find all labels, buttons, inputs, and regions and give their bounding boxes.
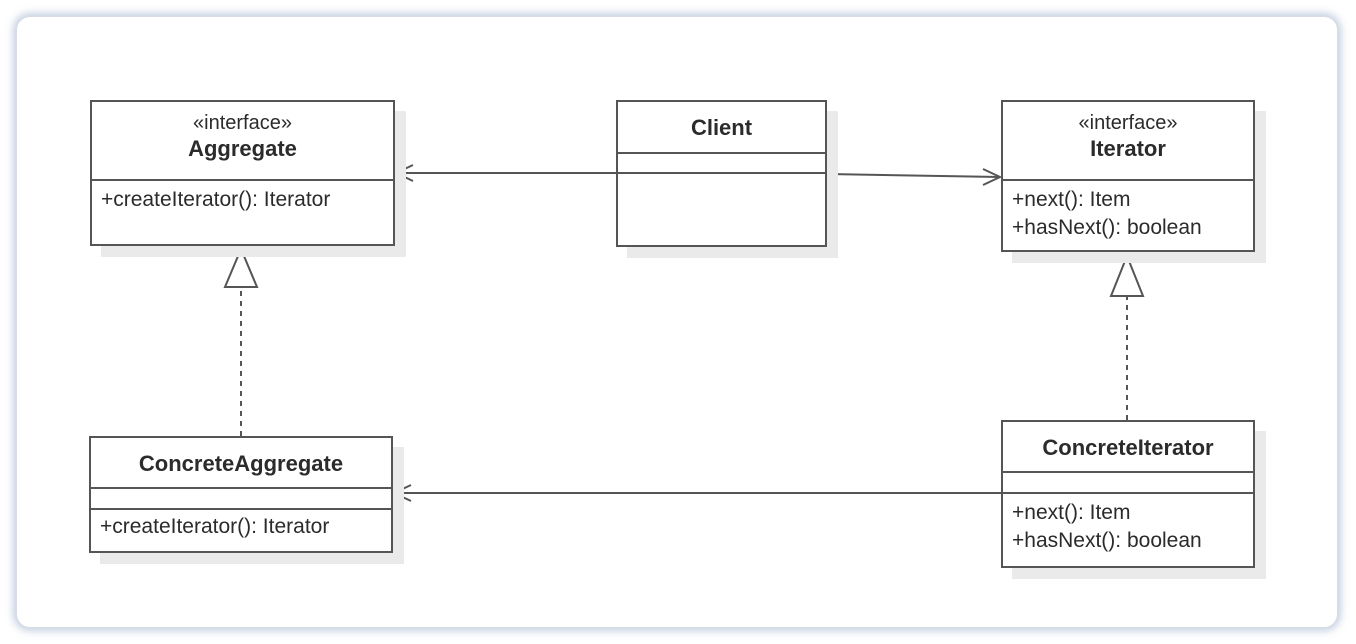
client-iterator-arrowhead	[982, 168, 1003, 186]
concrete-aggregate-operations: +createIterator(): Iterator	[91, 510, 391, 541]
client-name: Client	[690, 115, 753, 140]
client-class[interactable]: Client	[616, 100, 827, 247]
concrete-aggregate-arrowhead	[391, 484, 412, 502]
client-header: Client	[618, 102, 825, 154]
iterator-stereotype: «interface»	[1078, 112, 1178, 134]
aggregate-operation: +createIterator(): Iterator	[101, 188, 331, 211]
iterator-name: Iterator	[1090, 136, 1166, 161]
client-attributes	[618, 154, 825, 174]
concrete-aggregate-name: ConcreteAggregate	[138, 451, 344, 476]
concrete-aggregate-class[interactable]: ConcreteAggregate +createIterator(): Ite…	[89, 436, 393, 553]
aggregate-class[interactable]: «interface» Aggregate +createIterator():…	[90, 100, 395, 246]
iterator-operation: +hasNext(): boolean	[1012, 216, 1202, 239]
client-aggregate-arrowhead	[393, 164, 414, 182]
iterator-operations: +next(): Item +hasNext(): boolean	[1003, 181, 1253, 242]
iterator-operation: +next(): Item	[1012, 188, 1131, 211]
concrete-iterator-attributes	[1003, 473, 1253, 494]
concrete-iterator-class[interactable]: ConcreteIterator +next(): Item +hasNext(…	[1001, 420, 1255, 568]
aggregate-realization-triangle	[223, 246, 259, 288]
concrete-aggregate-operation: +createIterator(): Iterator	[100, 515, 330, 538]
concrete-aggregate-header: ConcreteAggregate	[91, 438, 391, 489]
iterator-class[interactable]: «interface» Iterator +next(): Item +hasN…	[1001, 100, 1255, 252]
iterator-header: «interface» Iterator	[1003, 102, 1253, 181]
concrete-iterator-header: ConcreteIterator	[1003, 422, 1253, 473]
concrete-aggregate-attributes	[91, 489, 391, 510]
concrete-iterator-operations: +next(): Item +hasNext(): boolean	[1003, 494, 1253, 555]
concrete-iterator-operation: +hasNext(): boolean	[1012, 529, 1202, 552]
concrete-iterator-name: ConcreteIterator	[1042, 435, 1214, 460]
aggregate-operations: +createIterator(): Iterator	[92, 181, 393, 214]
aggregate-name: Aggregate	[188, 136, 297, 161]
client-iterator-association	[826, 173, 1001, 178]
aggregate-header: «interface» Aggregate	[92, 102, 393, 181]
iterator-realization-triangle	[1109, 253, 1145, 297]
concrete-iterator-operation: +next(): Item	[1012, 501, 1131, 524]
aggregate-stereotype: «interface»	[193, 112, 292, 134]
